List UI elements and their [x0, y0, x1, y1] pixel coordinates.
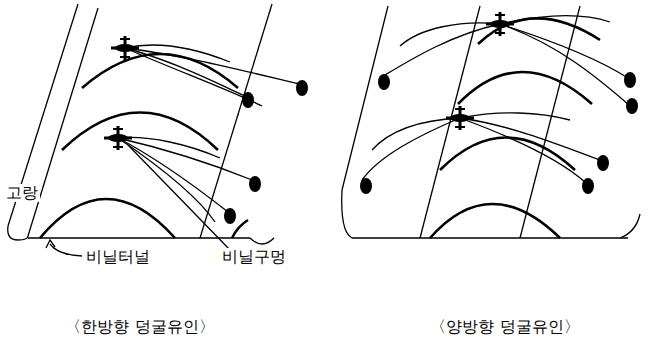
left-fruits [224, 80, 308, 224]
right-fruits [360, 72, 638, 194]
left-panel [8, 4, 300, 256]
caption-text: 〈한방향 덩굴유인〉 [63, 318, 216, 336]
part-name: 비닐터널 [84, 248, 152, 266]
part-name: 고랑 [4, 184, 40, 202]
right-panel [342, 6, 640, 238]
caption-text: 〈양방향 덩굴유인〉 [428, 318, 581, 336]
part-name: 비닐구멍 [220, 248, 288, 266]
